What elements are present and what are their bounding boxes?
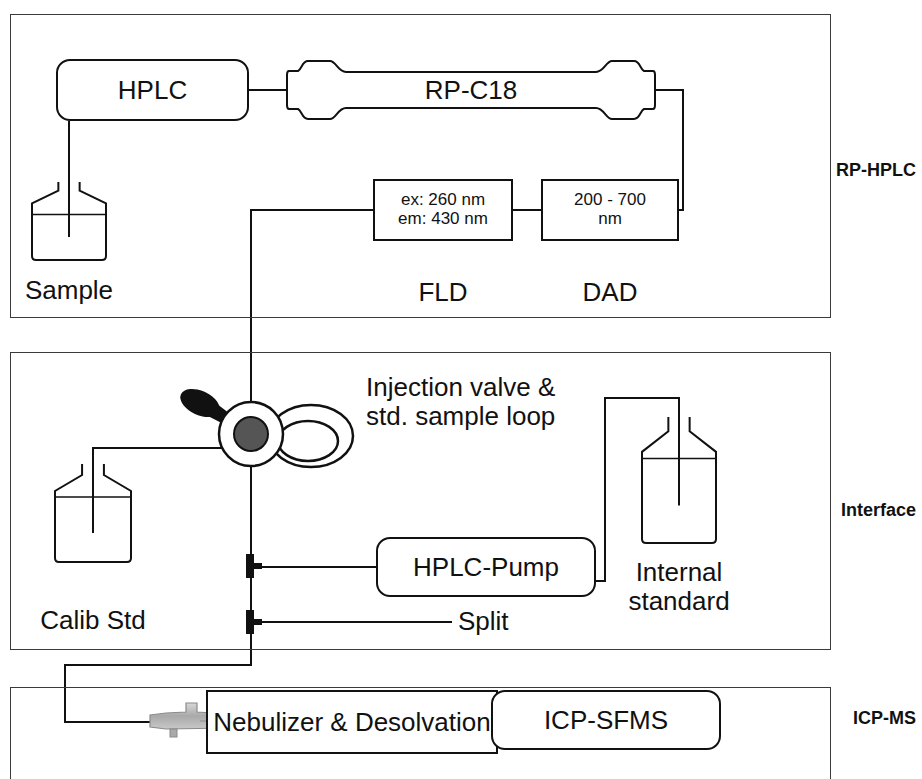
dip-tube <box>68 181 70 237</box>
box-text: RP-C18 <box>425 76 517 105</box>
instrument-box: Nebulizer & Desolvation <box>206 690 498 754</box>
section-label: Interface <box>841 501 916 521</box>
reagent-bottle: Calib Std <box>54 463 132 563</box>
column-fitting <box>287 61 346 119</box>
tubing-connector <box>513 209 541 211</box>
valve-label: Injection valve & std. sample loop <box>366 373 576 430</box>
instrument-box: HPLC <box>56 59 249 121</box>
valve-rotor <box>234 417 268 451</box>
valve-handle <box>176 383 224 423</box>
split-line <box>250 621 452 623</box>
bottle-outline <box>54 463 132 563</box>
dip-tube <box>678 416 680 506</box>
bottle-label: Calib Std <box>40 606 146 635</box>
valve-body <box>219 402 283 466</box>
column-shape: RP-C18 <box>286 57 656 123</box>
tee-stub <box>250 619 262 625</box>
section-label: ICP-MS <box>853 709 916 729</box>
box-text: ex: 260 nm em: 430 nm <box>393 191 493 228</box>
section-label: RP-HPLC <box>836 161 916 181</box>
tubing-connector <box>249 89 286 91</box>
reagent-bottle: Internal standard <box>641 416 717 544</box>
bottle-fill <box>642 417 716 543</box>
instrument-box: ex: 260 nm em: 430 nmFLD <box>373 179 513 241</box>
section-panel: ICP-MSNebulizer & DesolvationICP-SFMS <box>10 687 831 779</box>
bottle-outline <box>31 181 107 261</box>
column-tube <box>344 72 598 108</box>
section-panel: InterfaceInjection valve & std. sample l… <box>10 352 831 650</box>
flow-label: Split <box>458 607 509 636</box>
box-text: Nebulizer & Desolvation <box>213 708 490 737</box>
box-text: 200 - 700 nm <box>573 191 648 228</box>
section-panel: RP-HPLCHPLCRP-C18Sampleex: 260 nm em: 43… <box>10 14 831 318</box>
box-text: HPLC-Pump <box>413 553 559 582</box>
instrument-box: 200 - 700 nmDAD <box>541 179 679 241</box>
bottle-label: Internal standard <box>617 558 742 615</box>
tee-stub <box>250 563 262 569</box>
detector-name: DAD <box>583 278 638 307</box>
detector-name: FLD <box>418 278 467 307</box>
sample-loop <box>278 421 338 461</box>
bottle-wall <box>32 182 106 260</box>
box-text: HPLC <box>118 76 187 105</box>
bottle-wall <box>55 464 131 562</box>
dip-tube <box>92 463 94 533</box>
nebulizer-port <box>170 729 177 737</box>
instrument-box: HPLC-Pump <box>376 537 596 597</box>
reagent-bottle: Sample <box>31 181 107 261</box>
bottle-fill <box>55 464 131 562</box>
instrument-box: ICP-SFMS <box>491 690 721 750</box>
column-fitting <box>596 61 655 119</box>
injection-valve: Injection valve & std. sample loop <box>218 401 284 467</box>
tubing-connector <box>68 121 70 181</box>
box-text: ICP-SFMS <box>544 706 668 735</box>
bottle-wall <box>642 417 716 543</box>
tubing-connector <box>251 210 373 401</box>
tubing-connector <box>93 448 222 463</box>
bottle-outline <box>641 416 717 544</box>
bottle-fill <box>32 182 106 260</box>
valve-drawing <box>218 401 284 467</box>
bottle-label: Sample <box>25 276 113 305</box>
